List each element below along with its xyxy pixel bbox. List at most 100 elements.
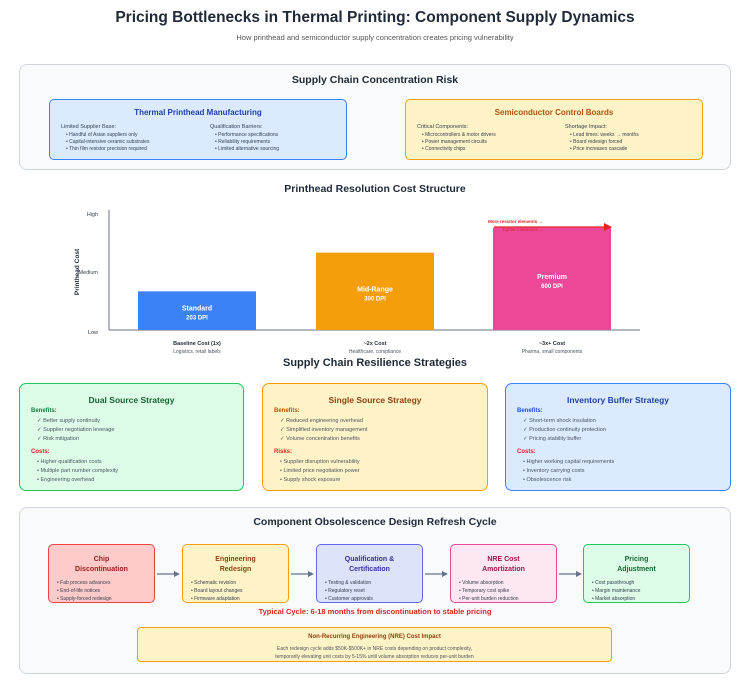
nre-impact-line2: temporarily elevating unit costs by 5-15… [275,654,474,660]
single-risk-item: • Supplier disruption vulnerability [280,459,360,465]
chart-use-label: Pharma, small components [522,349,583,355]
single-benefits-title: Benefits: [274,408,300,414]
semi-col1-item: • Microcontrollers & motor drivers [422,132,496,138]
supply-risk-title: Supply Chain Concentration Risk [291,74,459,86]
step-item: • Margin maintenance [592,588,641,594]
check-icon: ✓ [280,436,285,442]
step-item: • Testing & validation [325,580,372,586]
dual-cost-item: • Higher qualification costs [37,459,102,465]
check-icon: ✓ [280,427,285,433]
chart-annotation-arrowhead [604,223,612,231]
check-icon: ✓ [523,427,528,433]
chart-ytick-high: High [87,212,98,218]
nre-impact-line1: Each redesign cycle adds $50K-$500K+ in … [276,646,473,652]
check-icon: ✓ [523,418,528,424]
page-subtitle: How printhead and semiconductor supply c… [236,33,514,42]
chart-annotation-resistor: More resistor elements → [488,219,543,224]
thermal-col1-item: • Capital-intensive ceramic substrates [66,139,150,145]
thermal-col1-item: • Handful of Asian suppliers only [66,132,138,138]
dual-benefit-item: ✓ Better supply continuity [37,418,101,424]
check-icon: ✓ [37,418,42,424]
arrow-right-icon [157,571,180,577]
chart-bar-label: Premium [537,274,567,281]
dual-source-card: Dual Source Strategy Benefits: ✓ Better … [19,383,244,491]
check-icon: ✓ [37,427,42,433]
buffer-cost-item: • Higher working capital requirements [523,459,615,465]
chart-cost-label: ~2x Cost [363,341,386,347]
step-item: • Supply-forced redesign [57,596,112,602]
chart-bar [138,291,256,330]
semi-col1-item: • Power management circuits [422,139,487,145]
semi-col1-title: Critical Components: [417,124,469,130]
single-benefit-item: ✓ Volume concentration benefits [280,436,360,442]
strategies-title: Supply Chain Resilience Strategies [282,357,467,369]
thermal-col2-item: • Reliability requirements [215,139,271,145]
chart-ytick-low: Low [88,330,98,336]
thermal-col2-item: • Limited alternative sourcing [215,146,280,152]
dual-source-title: Dual Source Strategy [88,395,175,405]
inventory-buffer-card: Inventory Buffer Strategy Benefits: ✓ Sh… [505,383,731,491]
nre-impact-box: Non-Recurring Engineering (NRE) Cost Imp… [137,627,612,662]
check-icon: ✓ [523,436,528,442]
inventory-buffer-title: Inventory Buffer Strategy [566,395,670,405]
chart-bar-label: Standard [182,306,212,313]
chart-use-label: Logistics, retail labels [173,349,221,355]
check-icon: ✓ [37,436,42,442]
arrow-right-icon [291,571,314,577]
page-title: Pricing Bottlenecks in Thermal Printing:… [115,9,635,26]
thermal-col1-title: Limited Supplier Base: [61,124,117,130]
single-source-card: Single Source Strategy Benefits: ✓ Reduc… [262,383,488,491]
thermal-col2-title: Qualification Barriers: [210,124,263,130]
semi-col2-item: • Board redesign forced [570,139,623,145]
buffer-benefit-item: ✓ Pricing stability buffer [523,436,582,442]
single-risk-item: • Limited price negotiation power [280,468,360,474]
step-item: • Customer approvals [325,596,373,602]
step-item: • Regulatory reset [325,588,365,594]
dual-benefit-item: ✓ Risk mitigation [37,436,79,442]
bullet-icon: • [37,477,39,483]
refresh-cycle-title: Component Obsolescence Design Refresh Cy… [253,516,497,528]
semi-panel-title: Semiconductor Control Boards [494,108,614,117]
chart-bar [493,227,611,330]
bullet-icon: • [523,468,525,474]
step-item: • Board layout changes [191,588,243,594]
chart-bar-dpi: 203 DPI [186,316,208,322]
arrow-right-icon [559,571,582,577]
chart-cost-label: ~3x+ Cost [539,341,565,347]
buffer-cost-item: • Obsolescence risk [523,477,572,483]
single-risks-title: Risks: [274,449,293,455]
buffer-benefits-title: Benefits: [517,408,543,414]
step-item: • Schematic revision [191,580,237,586]
single-benefit-item: ✓ Reduced engineering overhead [280,418,363,424]
check-icon: ✓ [280,418,285,424]
chart-bar [316,252,434,330]
semi-col2-item: • Lead times: weeks → months [570,132,639,138]
single-benefit-item: ✓ Simplified inventory management [280,427,368,433]
bullet-icon: • [37,468,39,474]
cycle-step-qualification: Qualification &Certification • Testing &… [316,544,423,603]
bullet-icon: • [523,477,525,483]
dual-costs-title: Costs: [31,449,50,455]
chart-bar-label: Mid-Range [357,286,393,293]
chart-annotation-tolerance: Tighter tolerances → [502,227,544,232]
typical-cycle-note: Typical Cycle: 6-18 months from disconti… [258,607,492,616]
chart-bar-dpi: 300 DPI [364,296,386,302]
buffer-cost-item: • Inventory carrying costs [523,468,585,474]
dual-benefit-item: ✓ Supplier negotiation leverage [37,427,115,433]
supply-risk-section: Supply Chain Concentration Risk Thermal … [19,64,731,170]
single-risk-item: • Supply shock exposure [280,477,341,483]
step-title: Qualification &Certification [344,556,395,573]
chart-use-label: Healthcare, compliance [349,349,401,355]
step-item: • Temporary cost spike [459,588,510,594]
dual-cost-item: • Engineering overhead [37,477,95,483]
semi-col2-item: • Price increases cascade [570,146,628,152]
thermal-panel-title: Thermal Printhead Manufacturing [134,108,262,117]
nre-impact-title: Non-Recurring Engineering (NRE) Cost Imp… [308,634,441,640]
step-item: • End-of-life notices [57,588,101,594]
buffer-benefit-item: ✓ Short-term shock insulation [523,418,596,424]
